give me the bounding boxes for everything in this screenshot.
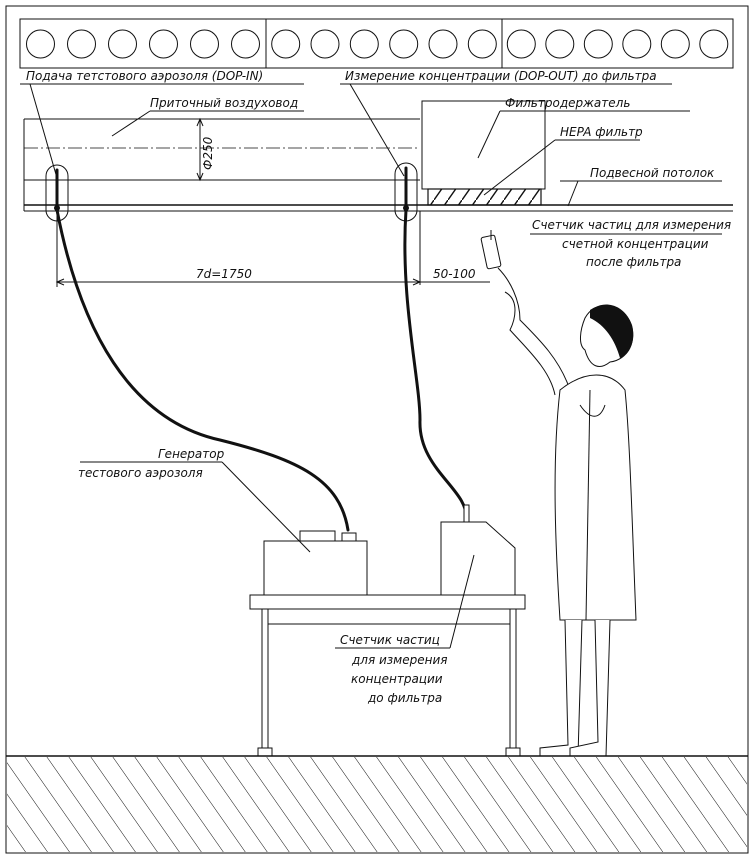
- ceiling-lamp: [506, 29, 536, 59]
- suspended-ceiling: [23, 119, 733, 285]
- ceiling-lamp: [349, 29, 379, 59]
- table: [249, 594, 526, 757]
- ceiling-lamp: [190, 29, 219, 59]
- label-diameter: Ф250: [201, 136, 215, 170]
- label-counter-after-line3: после фильтра: [586, 255, 681, 269]
- aerosol-generator: [263, 530, 368, 596]
- label-counter-before-line3: концентрации: [351, 672, 443, 686]
- ceiling-lamp: [389, 29, 419, 59]
- ceiling-lamp: [108, 29, 137, 59]
- label-counter-after-line1: Счетчик частиц для измерения: [532, 218, 731, 232]
- label-hepa-filter: HEPA фильтр: [560, 125, 643, 139]
- label-dop-out: Измерение концентрации (DOP-OUT) до филь…: [345, 69, 657, 83]
- ceiling-lamp: [583, 29, 613, 59]
- label-filter-holder: Фильтродержатель: [505, 96, 630, 110]
- ceiling-lamp: [271, 29, 301, 59]
- supply-duct: [24, 117, 420, 182]
- sample-tubes: [55, 208, 468, 532]
- label-counter-after-line2: счетной концентрации: [562, 237, 709, 251]
- ceiling-lamp: [310, 29, 340, 59]
- ceiling-lamp: [660, 29, 690, 59]
- distance-dimension: [55, 212, 490, 287]
- floor: [6, 755, 748, 852]
- ceiling-lamp: [67, 29, 96, 59]
- label-distance-50-100: 50-100: [433, 267, 476, 281]
- leader-lines-lower: [80, 461, 475, 649]
- label-counter-before-line1: Счетчик частиц: [340, 633, 440, 647]
- ceiling-lamp: [26, 29, 55, 59]
- label-counter-before-line2: для измерения: [351, 653, 447, 667]
- hepa-filter: [427, 188, 542, 206]
- particle-counter-before: [440, 504, 516, 596]
- label-generator-line1: Генератор: [158, 447, 225, 461]
- ceiling-lamp: [467, 29, 497, 59]
- ceiling-lamp: [622, 29, 652, 59]
- label-suspended-ceiling: Подвесной потолок: [590, 166, 715, 180]
- technician-figure: [480, 230, 637, 757]
- ceiling-lamp: [149, 29, 178, 59]
- leader-lines: [20, 83, 722, 235]
- label-counter-before-line4: до фильтра: [367, 691, 442, 705]
- label-dop-in: Подача тетстового аэрозоля (DOP-IN): [26, 69, 263, 83]
- drawing-frame: [5, 5, 749, 854]
- ceiling-lamp: [428, 29, 458, 59]
- ceiling-lamp: [699, 29, 729, 59]
- ceiling-lights: [19, 18, 734, 69]
- ceiling-lamp: [545, 29, 575, 59]
- label-supply-duct: Приточный воздуховод: [150, 96, 298, 110]
- filter-holder: [421, 100, 546, 206]
- label-distance-7d: 7d=1750: [196, 267, 252, 281]
- ceiling-lamp: [231, 29, 260, 59]
- label-generator-line2: тестового аэрозоля: [78, 466, 203, 480]
